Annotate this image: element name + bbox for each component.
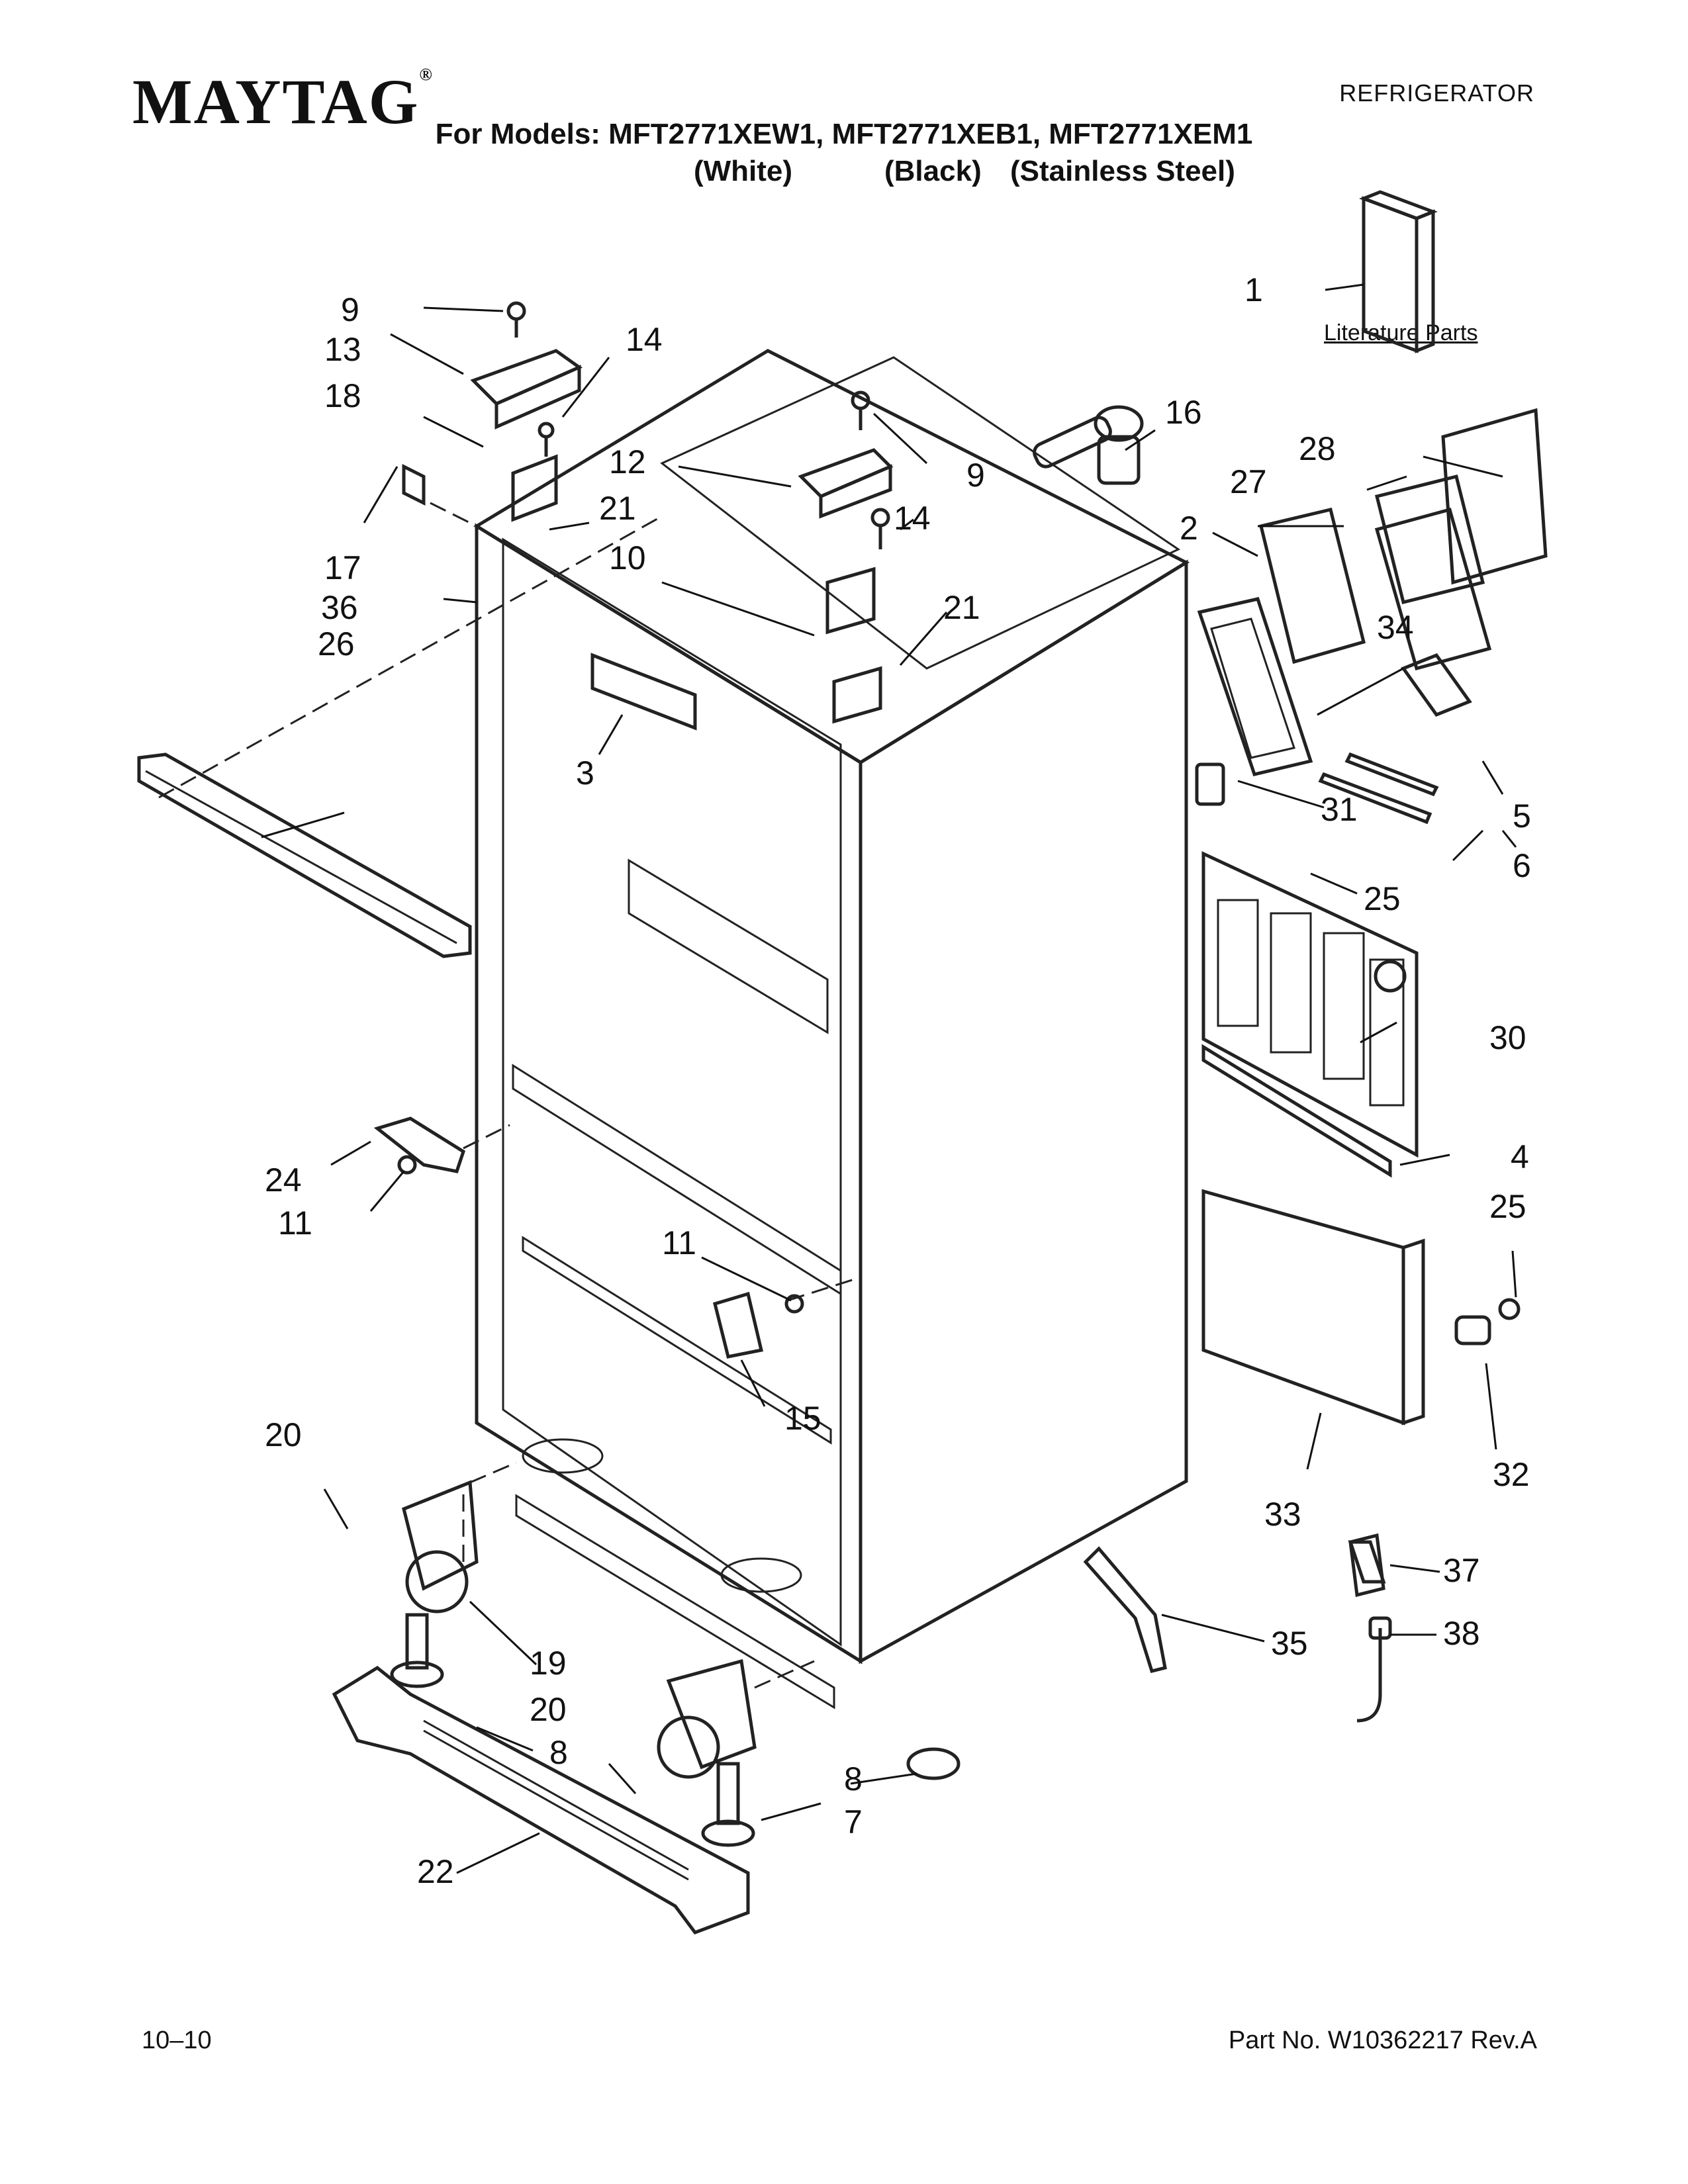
callout: 13: [324, 331, 361, 368]
callout: 8: [844, 1760, 863, 1797]
callout: 32: [1493, 1456, 1530, 1493]
machine-compartment-cover: [1201, 851, 1425, 1426]
callout: 7: [844, 1803, 863, 1841]
callout: 34: [1377, 609, 1414, 646]
callout: 21: [599, 490, 636, 527]
variant-white: (White): [694, 155, 793, 187]
footer-date-code: 10–10: [142, 2026, 212, 2054]
callout: 20: [530, 1691, 567, 1728]
callout: 5: [1513, 797, 1531, 835]
callout: 21: [943, 589, 980, 626]
left-hinge-assembly: [470, 301, 583, 522]
callout: 18: [324, 377, 361, 414]
callout: 35: [1271, 1625, 1308, 1662]
control-box: [1195, 408, 1548, 825]
callout: 20: [265, 1416, 302, 1453]
callout: 3: [576, 754, 594, 792]
small-parts: [390, 1298, 1521, 1847]
leader-lines: [261, 283, 1517, 1874]
callout-labels: 1 2 3 4 5 6 7 8 8 9 9 10 11 11 12 13 14 …: [265, 271, 1531, 1890]
front-rollers: [402, 1480, 757, 1779]
callout: 26: [318, 625, 355, 662]
callout: 38: [1443, 1615, 1480, 1652]
callout: 19: [530, 1645, 567, 1682]
callout: 12: [609, 443, 646, 480]
footer-part-number: Part No. W10362217 Rev.A: [1228, 2026, 1537, 2054]
callout: 31: [1321, 791, 1358, 828]
brand-logo: MAYTAG®: [132, 65, 434, 137]
callout: 14: [894, 500, 931, 537]
mid-brackets: [373, 463, 804, 1359]
callout: 4: [1511, 1138, 1529, 1175]
literature-book: [1359, 190, 1438, 353]
callout: 15: [784, 1400, 821, 1437]
cabinet: [473, 349, 1190, 1709]
callout: 27: [1230, 463, 1267, 500]
callout: 11: [662, 1224, 696, 1261]
literature-parts-label: Literature Parts: [1324, 320, 1478, 345]
callout: 28: [1299, 430, 1336, 467]
callout: 9: [966, 457, 985, 494]
callout: 14: [626, 321, 663, 358]
callout: 37: [1443, 1552, 1480, 1589]
callout: 2: [1180, 510, 1198, 547]
callout: 17: [324, 549, 361, 586]
callout: 1: [1244, 271, 1263, 308]
models-line: For Models: MFT2771XEW1, MFT2771XEB1, MF…: [435, 118, 1253, 150]
callout: 22: [417, 1853, 454, 1890]
callout: 25: [1489, 1188, 1526, 1225]
callout: 30: [1489, 1019, 1526, 1056]
callout: 24: [265, 1161, 302, 1199]
document-type: REFRIGERATOR: [1339, 79, 1534, 107]
toe-grille: [332, 1665, 750, 1934]
trim-strip: [137, 752, 472, 958]
water-inlet-fitting: [1033, 405, 1144, 485]
callout: 6: [1513, 847, 1531, 884]
callout: 33: [1264, 1496, 1301, 1533]
callout: 25: [1364, 880, 1401, 917]
center-hinge-assembly: [798, 390, 894, 724]
callout: 11: [278, 1205, 312, 1242]
variant-stainless: (Stainless Steel): [1010, 155, 1235, 187]
callout: 8: [549, 1734, 568, 1771]
callout: 10: [609, 539, 646, 576]
callout: 9: [341, 291, 359, 328]
callout: 36: [321, 589, 358, 626]
callout: 16: [1165, 394, 1202, 431]
variant-black: (Black): [884, 155, 982, 187]
